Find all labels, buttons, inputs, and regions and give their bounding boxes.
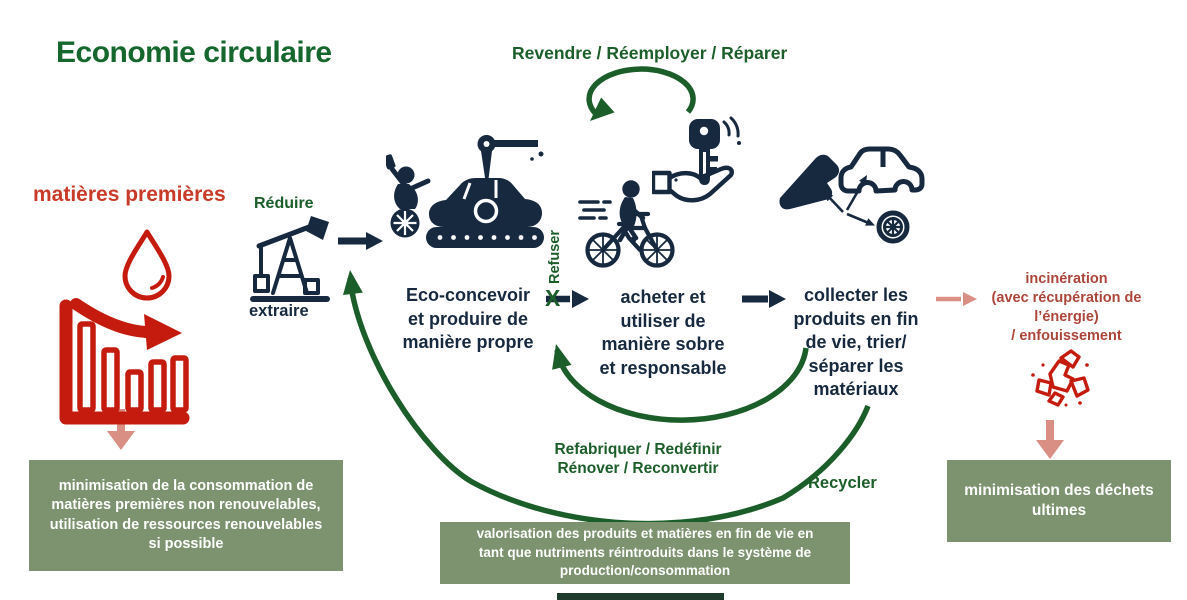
- incineration-enfouissement-text: incinération(avec récupération de l’éner…: [991, 271, 1142, 344]
- extraire-label: extraire: [249, 302, 309, 320]
- declining-bar-chart-icon: [59, 229, 190, 425]
- refuser-x-mark: X: [545, 285, 561, 311]
- car-body: [838, 146, 925, 194]
- water-droplet-icon: [122, 229, 172, 301]
- open-hand: [652, 165, 734, 203]
- disassembly-arrows: [824, 175, 875, 226]
- revendre-reemployer-reparer-label: Revendre / Réemployer / Réparer: [512, 43, 788, 63]
- eco-production-icon: [386, 135, 544, 248]
- car-disassembly-icon: [779, 146, 925, 244]
- loop-revendre-arc: [586, 66, 696, 121]
- hand-with-keys-icon: [652, 116, 741, 203]
- arrow-production-to-use: [546, 290, 589, 308]
- loop-refabriquer-arc: [552, 344, 809, 423]
- arrow-use-to-collect: [742, 290, 786, 308]
- reduire-label: Réduire: [254, 195, 314, 212]
- page-title: Economie circulaire: [56, 36, 332, 69]
- arrow-extraire-to-production: [338, 232, 383, 250]
- loop-recycler-arc: [342, 270, 871, 527]
- robot-arm: [477, 135, 544, 191]
- center-outcome-box: valorisation des produits et matières en…: [440, 522, 850, 584]
- cyclist-icon: [578, 180, 675, 268]
- recycler-label: Recycler: [808, 474, 877, 492]
- car-on-conveyor: [429, 178, 542, 227]
- oil-pump-icon: [250, 216, 330, 302]
- scrap-waste-icon: [1031, 349, 1090, 407]
- arrow-down-to-right-box: [1036, 420, 1064, 459]
- bumper-part: [779, 154, 840, 210]
- worker: [386, 154, 431, 238]
- matieres-premieres-label: matières premières: [33, 183, 226, 206]
- arrow-collect-to-incineration: [936, 292, 977, 306]
- cropped-element-strip: [557, 593, 724, 600]
